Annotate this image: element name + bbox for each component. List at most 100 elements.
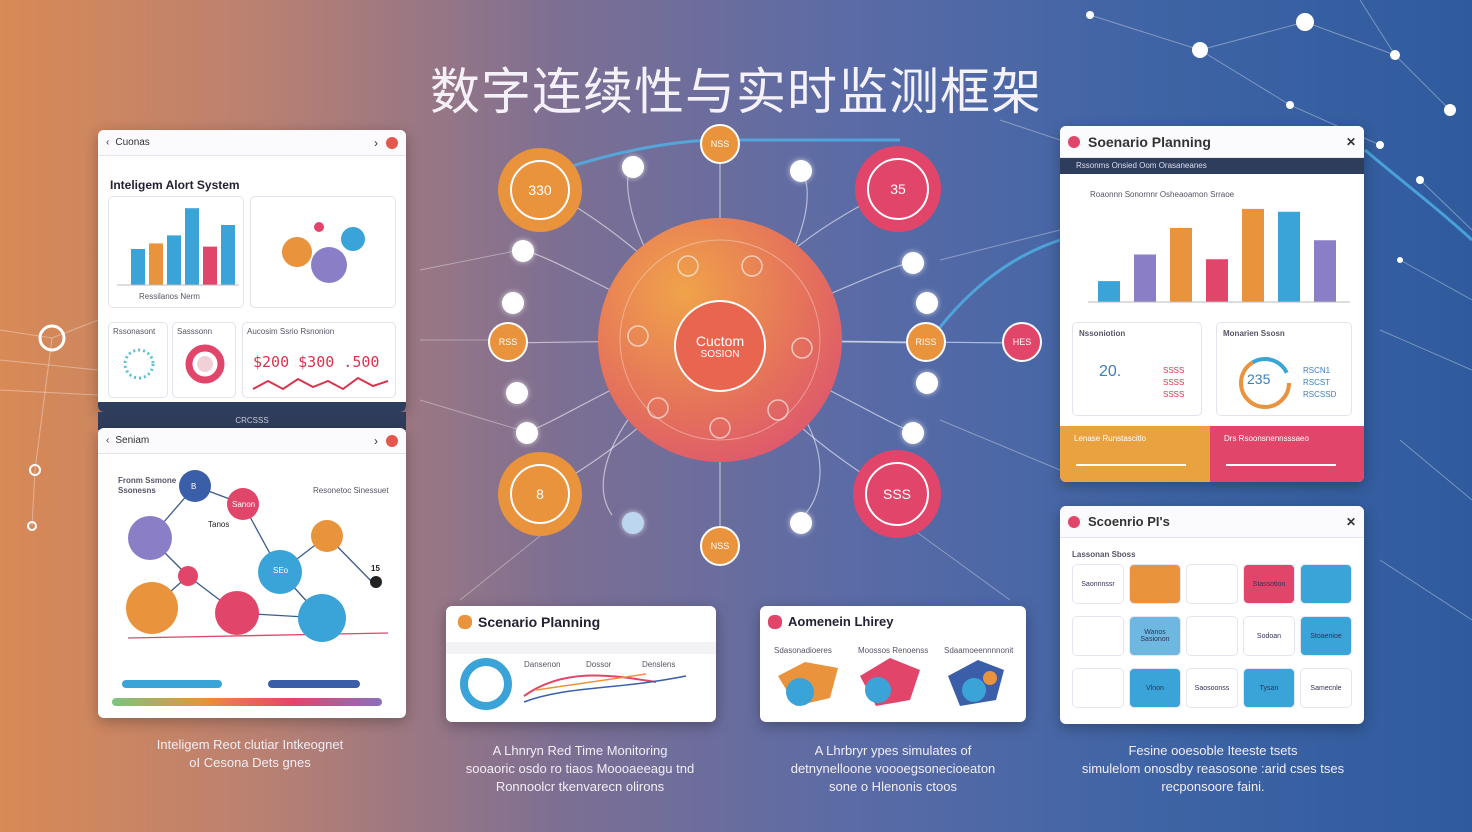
small-node-top[interactable]: NSS bbox=[700, 124, 740, 164]
orbit-value: 330 bbox=[510, 160, 570, 220]
back-icon[interactable]: ‹ bbox=[106, 435, 110, 446]
panel-heading: Inteligem Alort System bbox=[110, 178, 240, 192]
ring-chart bbox=[185, 344, 225, 384]
scenario-tile[interactable]: Stoaenioe bbox=[1300, 616, 1352, 656]
bar bbox=[1314, 240, 1336, 302]
bar bbox=[221, 225, 235, 285]
bar bbox=[1170, 227, 1192, 302]
caption-scenarios: Fesine ooesoble Iteeste tsets simulelom … bbox=[1058, 742, 1368, 796]
scenario-tile[interactable]: Wanos Sasionon bbox=[1129, 616, 1181, 656]
caption-left: Inteligem Reot clutiar Intkeognet oI Ces… bbox=[100, 736, 400, 772]
scenario-tile[interactable]: Saonnnssr bbox=[1072, 564, 1124, 604]
orbit-node-top-left[interactable]: 330 bbox=[498, 148, 582, 232]
app-icon bbox=[768, 614, 782, 629]
close-icon[interactable]: ✕ bbox=[1345, 134, 1356, 149]
gauge-ring bbox=[1239, 357, 1291, 409]
orbit-node-top-right[interactable]: 35 bbox=[855, 146, 941, 232]
bar-chart bbox=[1088, 208, 1350, 303]
node-label: Tanos bbox=[208, 520, 230, 529]
caption-line: detnynelloone voooegsonecioeaton bbox=[790, 761, 996, 776]
caption-line: oI Cesona Dets gnes bbox=[189, 755, 311, 770]
subheading: Ssonesns bbox=[118, 486, 156, 495]
panel-footer: CRCSSS bbox=[98, 412, 406, 430]
nav-label: Seniam bbox=[115, 435, 150, 446]
scenario-tile[interactable]: Saosoonss bbox=[1186, 668, 1238, 708]
card-title: Aucosim Ssrio Rsnonion bbox=[247, 327, 335, 336]
stat-line: SSSS bbox=[1163, 366, 1185, 375]
scenario-tile[interactable] bbox=[1186, 564, 1238, 604]
footer-tile-pink[interactable]: Drs Rsoonsnennsssaeo bbox=[1210, 426, 1364, 482]
bar bbox=[149, 243, 163, 285]
link-node bbox=[902, 422, 924, 444]
scenario-tile[interactable] bbox=[1186, 616, 1238, 656]
link-node bbox=[790, 512, 812, 534]
bar bbox=[1098, 281, 1120, 302]
link-node bbox=[622, 512, 644, 534]
link-node bbox=[516, 422, 538, 444]
close-icon[interactable]: ✕ bbox=[1345, 514, 1356, 529]
footer-tile-orange[interactable]: Lenase Runstascitlo bbox=[1060, 426, 1210, 482]
scenario-tile[interactable]: Stassotion bbox=[1243, 564, 1295, 604]
scenario-tile[interactable] bbox=[1129, 564, 1181, 604]
hub-ring bbox=[619, 239, 821, 441]
orbit-node-bottom-left[interactable]: 8 bbox=[498, 452, 582, 536]
series-label: Denslens bbox=[642, 660, 676, 669]
scenario-tile[interactable]: Samecnle bbox=[1300, 668, 1352, 708]
chart-caption: Roaonnn Sonornnr Osheaoamon Srraoe bbox=[1090, 190, 1235, 199]
values-card: Aucosim Ssrio Rsnonion $200 $300 .500 bbox=[242, 322, 396, 398]
small-node-left[interactable]: RSS bbox=[488, 322, 528, 362]
bar bbox=[131, 249, 145, 285]
small-node-far-right[interactable]: HES bbox=[1002, 322, 1042, 362]
close-icon[interactable] bbox=[386, 434, 398, 447]
scenario-tile[interactable] bbox=[1300, 564, 1352, 604]
app-icon bbox=[1068, 135, 1080, 148]
link-node bbox=[506, 382, 528, 404]
progress-bar bbox=[122, 680, 222, 688]
hub-center-label: Cuctom bbox=[695, 332, 745, 349]
app-icon bbox=[458, 615, 472, 629]
hub-center-sublabel: SOSION bbox=[700, 348, 740, 360]
node-label: 15 bbox=[371, 564, 380, 573]
scenario-tile[interactable] bbox=[1072, 616, 1124, 656]
gradient-bar bbox=[112, 698, 382, 706]
small-node-bottom[interactable]: NSS bbox=[700, 526, 740, 566]
bar bbox=[1206, 259, 1228, 302]
caption-library: A Lhrbryr ypes simulates of detnynelloon… bbox=[748, 742, 1038, 796]
gauge-card: Monarien Ssosn 235 RSCN1 RSCST RSCSSD bbox=[1216, 322, 1352, 416]
library-label: Sdaamoeennnnonit bbox=[944, 646, 1014, 655]
close-icon[interactable] bbox=[386, 136, 398, 149]
alert-system-panel: ‹ Cuonas › Inteligem Alort System Ressil… bbox=[98, 130, 406, 412]
node-label: Sanon bbox=[232, 500, 256, 509]
back-icon[interactable]: ‹ bbox=[106, 137, 110, 148]
scenario-tile[interactable]: Sodoan bbox=[1243, 616, 1295, 656]
stat-line: RSCST bbox=[1303, 378, 1331, 387]
bar bbox=[167, 235, 181, 285]
forward-icon[interactable]: › bbox=[374, 135, 378, 150]
stat-value: 20. bbox=[1099, 363, 1122, 380]
caption-line: Fesine ooesoble Iteeste tsets bbox=[1128, 743, 1298, 758]
caption-line: sooaoric osdo ro tiaos Moooaeeagu tnd bbox=[465, 761, 695, 776]
panel-nav-bar: ‹ Cuonas › bbox=[98, 130, 406, 156]
dot-pattern bbox=[123, 348, 155, 380]
card-header: Aomenein Lhirey bbox=[768, 614, 893, 629]
hub-center[interactable]: Cuctom SOSION bbox=[674, 300, 766, 392]
footer-label: Lenase Runstascitlo bbox=[1074, 434, 1147, 443]
orbit-node-bottom-right[interactable]: SSS bbox=[853, 450, 941, 538]
caption-line: recponsoore faini. bbox=[1161, 779, 1265, 794]
bar bbox=[1134, 254, 1156, 302]
library-label: Sdasonadioeres bbox=[774, 646, 832, 655]
scenario-tile[interactable] bbox=[1072, 668, 1124, 708]
small-node-right[interactable]: RISS bbox=[906, 322, 946, 362]
trend-line bbox=[252, 376, 389, 391]
scenario-tile[interactable]: Tysan bbox=[1243, 668, 1295, 708]
bubble-diagram bbox=[282, 222, 365, 283]
gauge-value: 235 bbox=[1247, 371, 1271, 387]
forward-icon[interactable]: › bbox=[374, 433, 378, 448]
scenario-tile[interactable]: Vlnon bbox=[1129, 668, 1181, 708]
orbit-value: SSS bbox=[865, 462, 929, 526]
link-node bbox=[790, 160, 812, 182]
bar bbox=[203, 246, 217, 285]
card-title: Nssoniotion bbox=[1079, 329, 1126, 338]
bar bbox=[185, 208, 199, 285]
link-node bbox=[916, 292, 938, 314]
